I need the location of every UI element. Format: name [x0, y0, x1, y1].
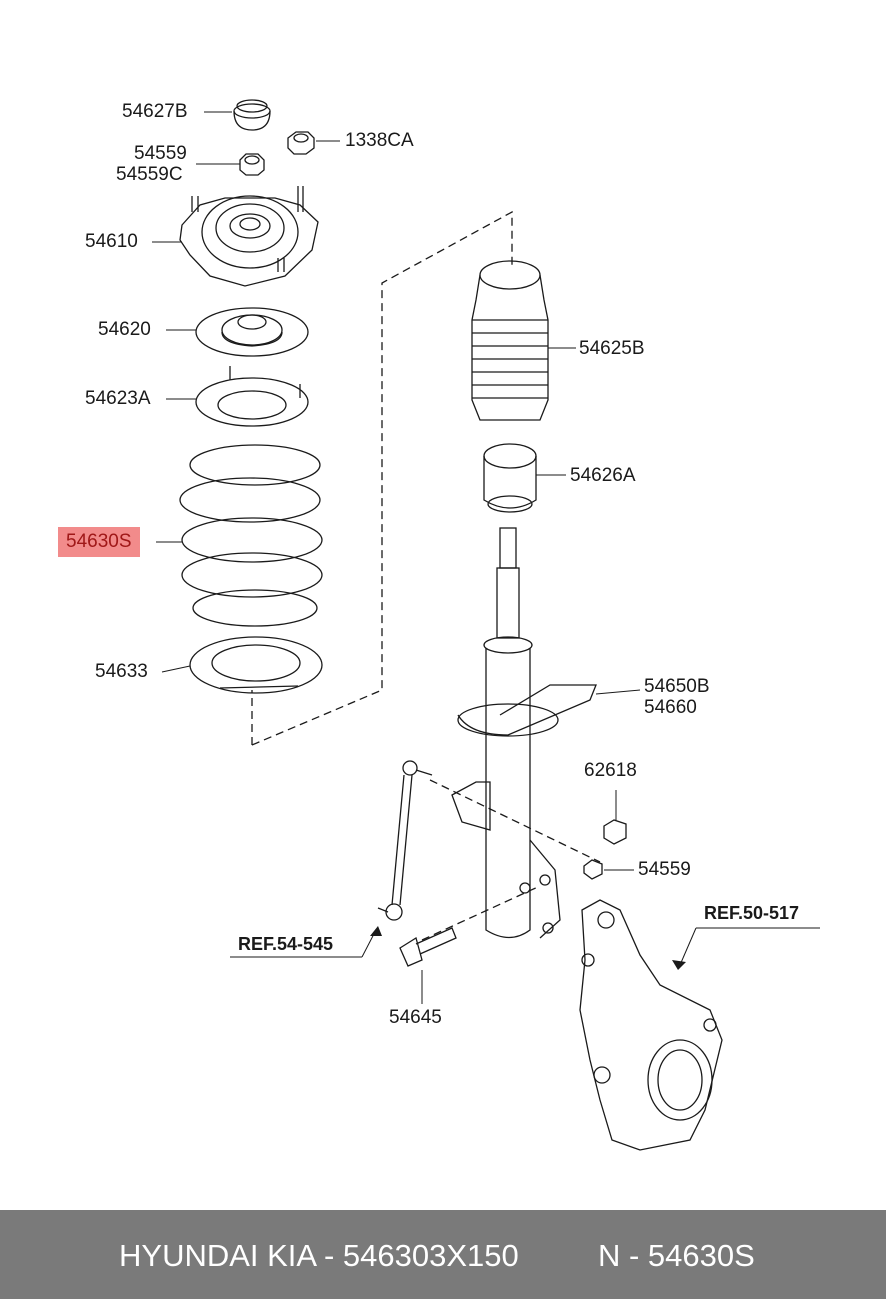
cap-54627B: [233, 99, 271, 131]
label-54645: 54645: [389, 1007, 442, 1028]
nut-54559-lower: [583, 859, 603, 880]
steering-knuckle: [579, 899, 723, 1151]
label-54660: 54660: [644, 697, 697, 718]
bearing-54620: [195, 307, 309, 357]
label-ref-50-517: REF.50-517: [704, 903, 800, 923]
label-54559C: 54559C: [116, 164, 183, 185]
assembly-dashed-outline: [251, 210, 513, 746]
stabilizer-link: [377, 760, 433, 921]
label-54559: 54559: [134, 143, 187, 164]
label-54627B: 54627B: [122, 101, 188, 122]
spring-seat-54623A: [195, 366, 309, 427]
nut-54559: [239, 153, 265, 176]
label-54623A: 54623A: [85, 388, 151, 409]
label-ref-54-545: REF.54-545: [238, 934, 334, 954]
bump-stop-54626A: [483, 443, 537, 513]
bolt-axis-dashed: [429, 779, 601, 863]
label-54633: 54633: [95, 661, 148, 682]
strut-mount-54610: [179, 186, 319, 287]
label-54625B: 54625B: [579, 338, 645, 359]
label-62618: 62618: [584, 760, 637, 781]
label-54630S-highlighted: 54630S: [58, 527, 140, 557]
arrowheads: [370, 926, 686, 970]
footer-bar: HYUNDAI KIA - 546303X150 N - 54630S: [0, 1210, 886, 1299]
label-54559-lower: 54559: [638, 859, 691, 880]
label-1338CA: 1338CA: [345, 130, 414, 151]
strut-assembly-diagram: [152, 99, 820, 1151]
footer-oem-reference: N - 54630S: [598, 1238, 755, 1273]
label-54626A: 54626A: [570, 465, 636, 486]
bushing-62618: [603, 819, 627, 845]
shock-absorber-strut: [451, 527, 597, 939]
coil-spring-54630S: [179, 444, 323, 627]
lower-pad-54633: [189, 636, 323, 694]
leader-lines: [152, 111, 820, 1004]
footer-part-number: HYUNDAI KIA - 546303X150: [119, 1238, 519, 1273]
nut-1338CA: [287, 131, 315, 155]
dust-boot-54625B: [471, 260, 549, 421]
label-54650B: 54650B: [644, 676, 710, 697]
label-54610: 54610: [85, 231, 138, 252]
label-54620: 54620: [98, 319, 151, 340]
bolt-54645: [399, 927, 457, 967]
